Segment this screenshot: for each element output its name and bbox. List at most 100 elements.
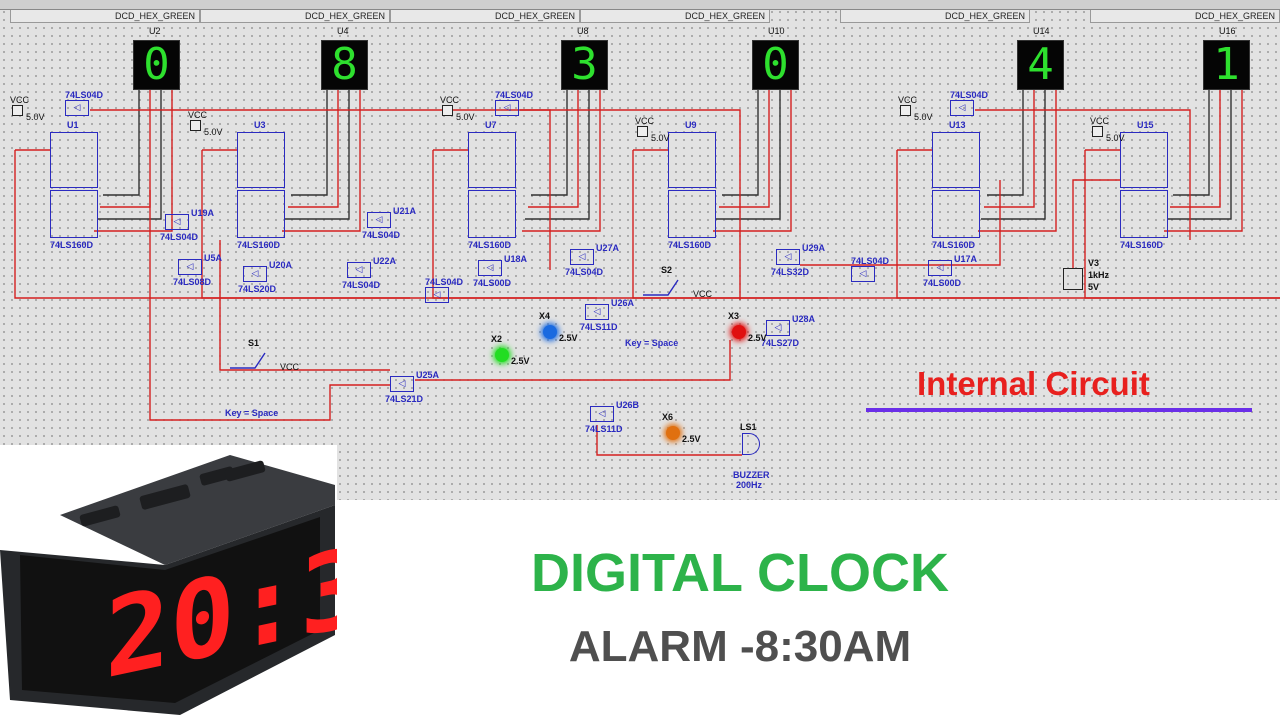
counter-part: 74LS160D <box>1120 240 1164 250</box>
counter-chip-outputs <box>468 190 516 238</box>
wire <box>525 90 590 220</box>
gate-part: 74LS11D <box>580 322 618 332</box>
wire <box>149 190 390 421</box>
probe-ref: X4 <box>539 311 551 321</box>
wire <box>285 90 350 220</box>
probe-voltage: 2.5V <box>748 333 767 343</box>
vcc-value: 5.0V <box>456 112 475 122</box>
wire <box>1084 150 1280 299</box>
switch-key: Key = Space <box>625 338 679 348</box>
display-type-label: DCD_HEX_GREEN <box>1090 10 1280 23</box>
counter-chip-outputs <box>50 190 98 238</box>
wire <box>719 90 770 208</box>
gate-ref: U18A <box>504 254 528 264</box>
toolbar-strip <box>0 0 1280 10</box>
gate-ref: U29A <box>802 243 826 253</box>
switch-vcc: VCC <box>693 289 713 299</box>
clock-screen <box>20 517 320 703</box>
gate-ref: U26B <box>616 400 640 410</box>
counter-chip <box>237 132 285 188</box>
vcc-label: VCC <box>440 95 460 105</box>
counter-ref: U7 <box>485 120 497 130</box>
vcc-source <box>442 105 453 116</box>
logic-gate: ◁ <box>367 212 391 228</box>
signal-source <box>1063 268 1083 290</box>
wire <box>230 352 266 369</box>
wire <box>722 90 759 196</box>
gate-part: 74LS11D <box>585 424 623 434</box>
counter-ref: U1 <box>67 120 79 130</box>
vcc-label: VCC <box>1090 116 1110 126</box>
gate-part: 74LS04D <box>950 90 989 100</box>
gate-part: 74LS04D <box>362 230 401 240</box>
source-amp: 5V <box>1088 282 1100 292</box>
wire <box>100 90 151 208</box>
counter-chip-outputs <box>237 190 285 238</box>
logic-gate: ◁ <box>766 320 790 336</box>
gate-ref: U5A <box>204 253 223 263</box>
display-type-label: DCD_HEX_GREEN <box>580 10 770 23</box>
wire <box>1072 179 1120 268</box>
seven-segment-display: 8 <box>321 40 368 90</box>
wire-layer <box>14 90 1280 456</box>
gate-ref: U22A <box>373 256 397 266</box>
logic-gate: ◁ <box>851 266 875 282</box>
display-type-label: DCD_HEX_GREEN <box>390 10 580 23</box>
counter-part: 74LS160D <box>668 240 712 250</box>
gate-part: 74LS04D <box>851 256 890 266</box>
vcc-value: 5.0V <box>914 112 933 122</box>
wire <box>531 90 568 196</box>
wire <box>1173 90 1210 196</box>
alarm-clock-photo: 20:36 <box>0 445 430 720</box>
gate-part: 74LS08D <box>173 277 212 287</box>
probe-ref: X2 <box>491 334 503 344</box>
wire <box>975 109 1191 240</box>
gate-part: 74LS27D <box>761 338 800 348</box>
gate-ref: U20A <box>269 260 293 270</box>
wire <box>800 180 1001 266</box>
wire <box>415 340 731 381</box>
probe-led <box>732 325 746 339</box>
logic-gate: ◁ <box>65 100 89 116</box>
gate-part: 74LS04D <box>65 90 104 100</box>
counter-chip <box>468 132 516 188</box>
page-title: DIGITAL CLOCK <box>531 543 949 603</box>
gate-part: 74LS04D <box>565 267 604 277</box>
wire <box>520 109 741 300</box>
switch-vcc: VCC <box>280 362 300 372</box>
wire <box>978 90 1057 232</box>
vcc-value: 5.0V <box>26 112 45 122</box>
vcc-label: VCC <box>898 95 918 105</box>
gate-part: 74LS20D <box>238 284 277 294</box>
wire <box>1170 90 1221 208</box>
gate-ref: U28A <box>792 314 816 324</box>
logic-gate: ◁ <box>570 249 594 265</box>
vcc-label: VCC <box>188 110 208 120</box>
vcc-value: 5.0V <box>651 133 670 143</box>
gate-part: 74LS04D <box>160 232 199 242</box>
counter-chip <box>1120 132 1168 188</box>
buzzer-name: BUZZER <box>733 470 770 480</box>
vcc-label: VCC <box>635 116 655 126</box>
vcc-source <box>190 120 201 131</box>
clock-top <box>60 455 335 565</box>
switch-ref: S1 <box>248 338 260 348</box>
probe-led <box>666 426 680 440</box>
wire <box>1167 90 1232 220</box>
wire <box>97 90 162 220</box>
source-ref: V3 <box>1088 258 1100 268</box>
gate-ref: U21A <box>393 206 417 216</box>
counter-ref: U13 <box>949 120 966 130</box>
clock-button <box>79 505 121 527</box>
counter-chip <box>668 132 716 188</box>
gate-ref: U19A <box>191 208 215 218</box>
gate-ref: U17A <box>954 254 978 264</box>
gate-part: 74LS04D <box>495 90 534 100</box>
seven-segment-display: 4 <box>1017 40 1064 90</box>
seven-segment-display: 0 <box>752 40 799 90</box>
gate-ref: U25A <box>416 370 440 380</box>
display-ref: U14 <box>1033 26 1050 36</box>
counter-chip-outputs <box>668 190 716 238</box>
probe-led <box>543 325 557 339</box>
logic-gate: ◁ <box>178 259 202 275</box>
